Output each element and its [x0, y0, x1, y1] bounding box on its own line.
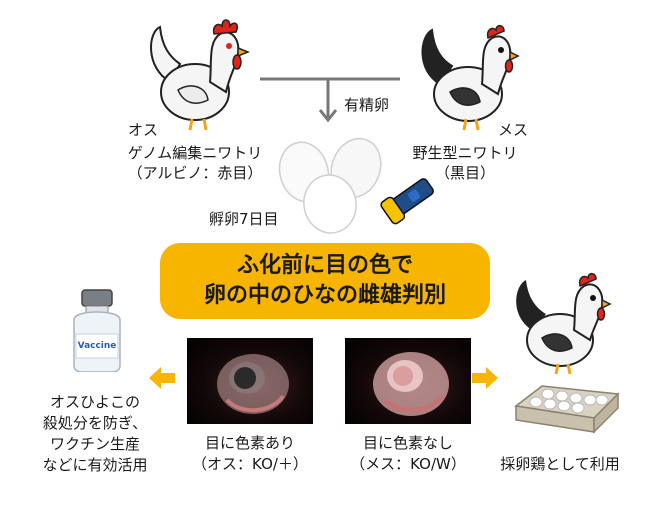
left-outcome-line1: オスひよこの [49, 393, 140, 411]
female-tag: メス [498, 121, 529, 139]
down-arrow-head [318, 109, 338, 123]
left-outcome-line4: などに有効活用 [42, 456, 148, 474]
incubation-label: 孵卵7日目 [209, 210, 279, 228]
left-outcome-line2: 殺処分を防ぎ、 [42, 414, 148, 432]
vaccine-bottle-icon [73, 289, 121, 372]
banner-line1: ふ化前に目の色で [236, 253, 413, 278]
right-outcome-label: 採卵鶏として利用 [500, 455, 620, 473]
photo-female-caption-line1: 目に色素なし [362, 434, 453, 452]
male-label-line1: ゲノム編集ニワトリ [127, 144, 263, 162]
male-tag: オス [128, 121, 159, 139]
arrow-right-icon [472, 367, 498, 389]
photo-male-caption-line1: 目に色素あり [204, 434, 295, 452]
banner-line2: 卵の中のひなの雌雄判別 [203, 283, 446, 308]
egg-carton-icon [514, 385, 620, 434]
flashlight-icon [380, 178, 434, 225]
embryo-photo-male [187, 338, 313, 424]
male-label-line2: （アルビノ：赤目） [127, 164, 263, 182]
arrow-left-icon [149, 367, 175, 389]
left-outcome-line3: ワクチン生産 [49, 435, 140, 453]
female-label-line1: 野生型ニワトリ [412, 144, 518, 162]
vaccine-label: Vaccine [77, 341, 117, 351]
sexing-banner: ふ化前に目の色で 卵の中のひなの雌雄判別 [160, 243, 490, 319]
photo-female-caption-line2: （メス：KO/W） [350, 455, 466, 473]
photo-male-caption-line2: （オス：KO/＋） [192, 455, 308, 473]
male-chicken-icon [150, 19, 250, 131]
layer-hen-icon [516, 272, 612, 375]
fertilized-egg-label: 有精卵 [344, 96, 390, 114]
female-chicken-icon [421, 24, 520, 131]
embryo-photo-female [345, 338, 471, 424]
eggs-icon [278, 137, 382, 234]
female-label-line2: （黒目） [434, 164, 495, 182]
